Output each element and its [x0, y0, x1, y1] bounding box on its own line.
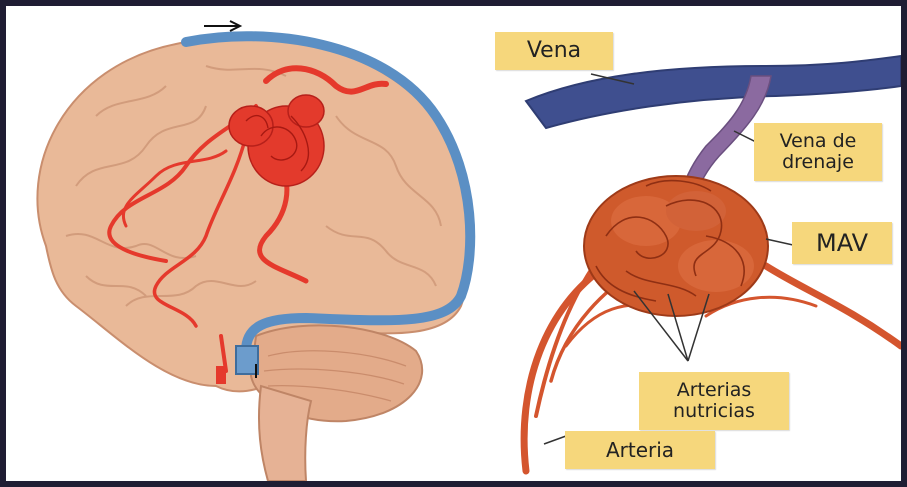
label-vena-de-drenaje-line1: Vena de	[780, 131, 857, 152]
label-arterias-nutricias: Arterias nutricias	[639, 372, 789, 430]
label-arteria: Arteria	[565, 431, 715, 469]
diagram-frame: Vena Vena de drenaje MAV Arterias nutric…	[6, 6, 901, 481]
label-vena-de-drenaje: Vena de drenaje	[754, 123, 882, 181]
label-arterias-nutricias-line1: Arterias	[673, 380, 755, 401]
label-arterias-nutricias-line2: nutricias	[673, 401, 755, 422]
mav-nidus	[584, 176, 768, 316]
label-vena-text: Vena	[527, 39, 581, 64]
label-arteria-text: Arteria	[606, 439, 674, 461]
label-vena: Vena	[495, 32, 613, 70]
label-vena-de-drenaje-line2: drenaje	[780, 152, 857, 173]
label-mav: MAV	[792, 222, 892, 264]
label-mav-text: MAV	[816, 230, 868, 257]
